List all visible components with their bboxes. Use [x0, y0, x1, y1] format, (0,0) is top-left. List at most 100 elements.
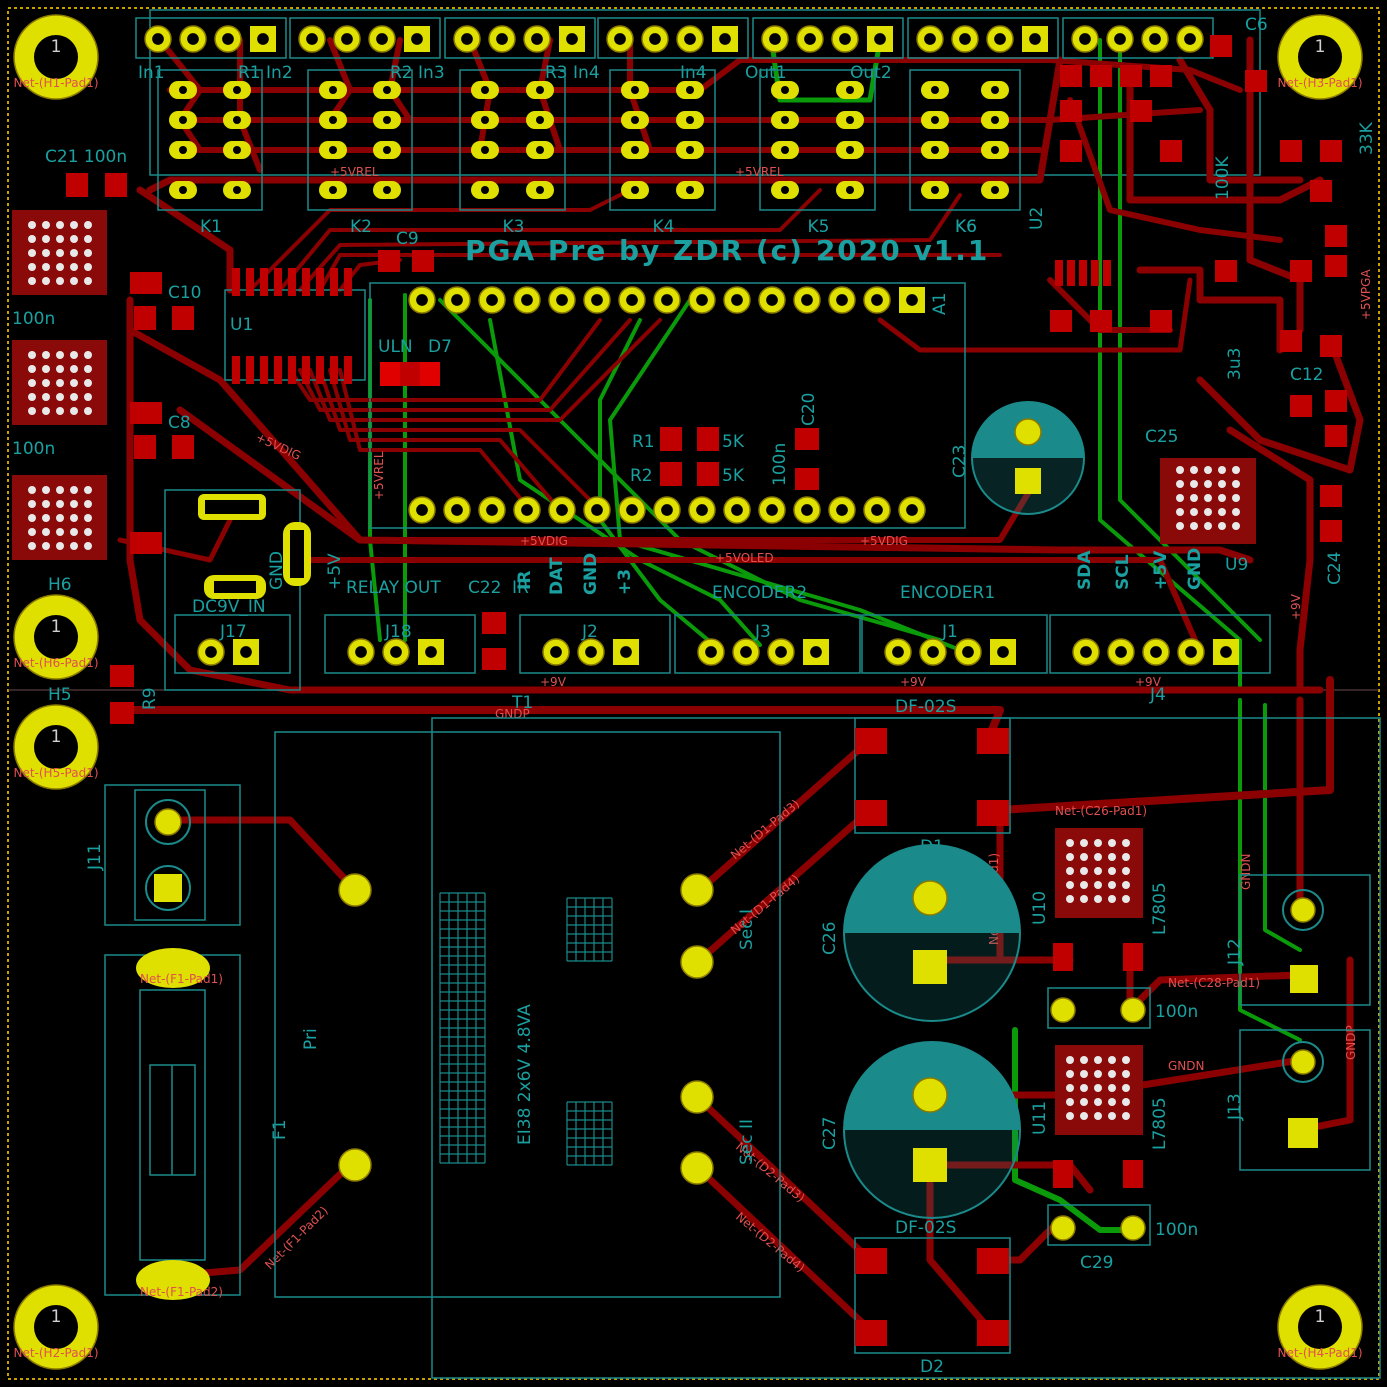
thermal-via — [70, 542, 78, 550]
l7805-regulators — [1053, 828, 1143, 1188]
smd-pad — [1090, 65, 1112, 87]
smd-pad — [1310, 180, 1332, 202]
header-outline — [135, 17, 287, 59]
thermal-via — [42, 379, 50, 387]
thermal-via — [1122, 839, 1130, 847]
hole-net: Net-(H5-Pad1) — [13, 766, 98, 780]
relay-ref: K5 — [808, 217, 830, 237]
ir-label: IR — [512, 578, 529, 598]
thermal-via — [1080, 895, 1088, 903]
thermal-via — [1066, 867, 1074, 875]
left-regulators — [12, 210, 162, 560]
pad-drill — [355, 646, 367, 658]
thermal-via — [1108, 1056, 1116, 1064]
c9-ref: C9 — [396, 229, 419, 249]
pad-drill — [775, 646, 787, 658]
l7805-pin — [1053, 943, 1073, 971]
thermal-via — [1108, 1070, 1116, 1078]
net-gndp-v: GNDP — [1344, 1025, 1358, 1060]
thermal-via — [1122, 1056, 1130, 1064]
pad-drill — [1185, 646, 1197, 658]
relay-drill — [481, 186, 489, 194]
u1-pin — [302, 268, 310, 296]
thermal-via — [28, 351, 36, 359]
thermal-via — [1080, 1098, 1088, 1106]
pad-drill — [740, 646, 752, 658]
smd-pad — [1060, 65, 1082, 87]
thermal-via — [1066, 1084, 1074, 1092]
thermal-via — [1122, 1098, 1130, 1106]
pad-drill — [416, 294, 428, 306]
relay-drill — [179, 186, 187, 194]
l7805-pin — [1053, 1160, 1073, 1188]
j4-pin-sda: SDA — [1075, 550, 1095, 590]
smd-pad — [1120, 65, 1142, 87]
u10-ref: U10 — [1030, 891, 1050, 925]
relay-drill — [846, 146, 854, 154]
thermal-via — [1176, 522, 1184, 530]
pad-drill — [1150, 646, 1162, 658]
thermal-via — [70, 379, 78, 387]
thermal-via — [84, 249, 92, 257]
thermal-via — [1094, 1084, 1102, 1092]
j11-ref: J11 — [85, 843, 105, 871]
thermal-via — [1108, 839, 1116, 847]
pad-drill — [556, 504, 568, 516]
dc-in-jack: DC9V_IN GND +5V — [164, 489, 345, 691]
c10-pad — [134, 306, 156, 330]
thermal-via — [84, 486, 92, 494]
thermal-via — [56, 500, 64, 508]
u2-pin — [1079, 260, 1087, 286]
thermal-via — [84, 542, 92, 550]
smd-pad — [1320, 140, 1342, 162]
c8-pad — [134, 435, 156, 459]
c22-pad2 — [482, 648, 506, 670]
thermal-via — [1094, 853, 1102, 861]
t1-value: EI38 2x6V 4.8VA — [515, 1004, 535, 1145]
thermal-via — [42, 249, 50, 257]
f1-pad2-net: Net-(F1-Pad2) — [140, 1285, 223, 1299]
pad-drill — [962, 646, 974, 658]
j12-connector: J12 — [1225, 874, 1371, 1006]
mounting-hole: 1 Net-(H2-Pad1) — [13, 1284, 99, 1370]
header-label: R2 In3 — [390, 63, 445, 83]
u1-pin — [330, 268, 338, 296]
relay-drill — [179, 116, 187, 124]
smd-pad — [1210, 35, 1232, 57]
thermal-via — [28, 263, 36, 271]
smd-pad — [1325, 225, 1347, 247]
l7805-a: L7805 — [1150, 882, 1170, 935]
u1-pin — [274, 356, 282, 384]
thermal-via — [42, 407, 50, 415]
thermal-via — [84, 277, 92, 285]
r33k: 33K — [1357, 121, 1377, 155]
thermal-via — [70, 351, 78, 359]
thermal-via — [70, 235, 78, 243]
c22-label: C22 — [468, 578, 502, 598]
pad-drill — [705, 646, 717, 658]
thermal-via — [84, 351, 92, 359]
c9-pad2 — [412, 250, 434, 272]
thermal-via — [84, 393, 92, 401]
j2-pin-gnd: GND — [581, 553, 601, 595]
relay-drill — [383, 116, 391, 124]
net-5vpga: +5VPGA — [1359, 269, 1373, 320]
thermal-via — [84, 407, 92, 415]
pad-drill — [556, 294, 568, 306]
c27-capacitor: C27 — [820, 1041, 1021, 1219]
relay-drill — [991, 186, 999, 194]
c20-pad2 — [795, 468, 819, 490]
relay-ref: K2 — [350, 217, 372, 237]
hole-number: 1 — [51, 1307, 62, 1327]
thermal-via — [1080, 853, 1088, 861]
pad-drill — [591, 504, 603, 516]
relay-drill — [536, 86, 544, 94]
j1-ref: J1 — [941, 622, 958, 642]
mounting-hole: 1 Net-(H4-Pad1) — [1277, 1284, 1363, 1370]
relay-drill — [931, 86, 939, 94]
net-5voled: +5VOLED — [715, 551, 774, 565]
c28-value: 100n — [1155, 1002, 1198, 1022]
net-9v-v: +9V — [1289, 593, 1303, 620]
smd-pad — [1325, 255, 1347, 277]
